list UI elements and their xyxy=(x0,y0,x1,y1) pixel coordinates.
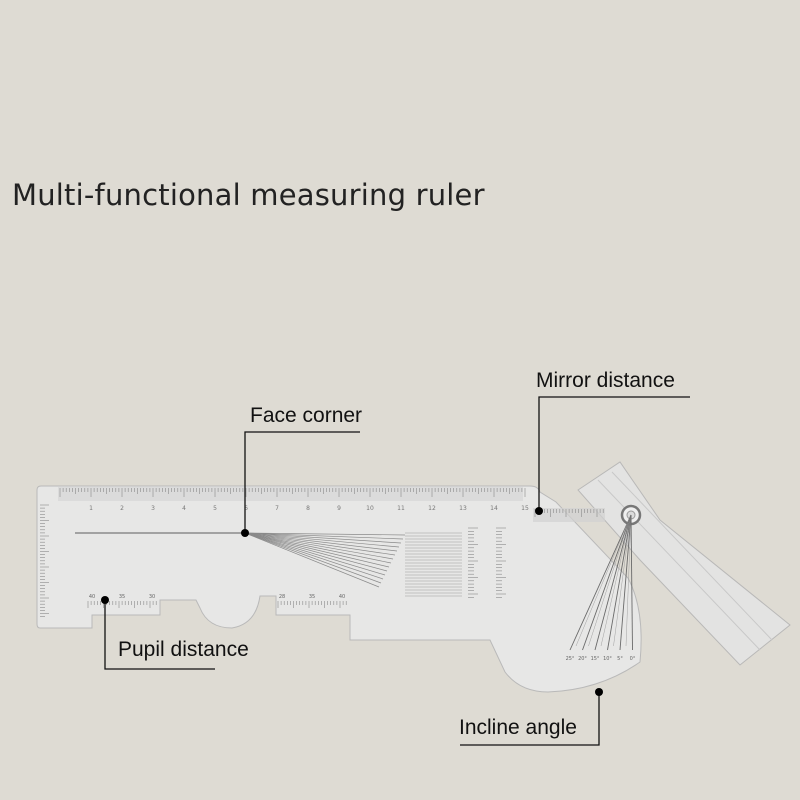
pd-right-label: 28 xyxy=(279,594,285,600)
ruler-body xyxy=(36,485,642,693)
leader-dots xyxy=(101,507,603,696)
face-corner-label: Face corner xyxy=(250,404,363,427)
incline-angle-dot xyxy=(595,688,603,696)
top-scale-label: 7 xyxy=(275,505,279,512)
angle-line xyxy=(569,514,632,651)
top-scale-ticks xyxy=(59,488,526,497)
top-scale-label: 6 xyxy=(244,505,248,512)
pupil-distance-dot xyxy=(101,596,109,604)
angle-label: 5° xyxy=(617,656,623,662)
angle-line xyxy=(582,514,632,651)
top-scale-label: 8 xyxy=(306,505,310,512)
top-scale-label: 14 xyxy=(490,505,498,512)
top-scale-label: 3 xyxy=(151,505,155,512)
angle-label: 10° xyxy=(603,656,612,662)
side-scales xyxy=(468,527,506,598)
top-scale-label: 1 xyxy=(89,505,93,512)
incline-angle-label: Incline angle xyxy=(459,716,577,739)
mirror-distance-dot xyxy=(535,507,543,515)
incline-angle-fan: 25°20° 15°10° 5° 0° xyxy=(566,514,636,662)
pupil-distance-label: Pupil distance xyxy=(118,638,249,661)
face-corner-dot xyxy=(241,529,249,537)
face-corner-fan xyxy=(244,532,462,597)
top-scale-label: 13 xyxy=(459,505,467,512)
mirror-distance-label: Mirror distance xyxy=(536,369,675,392)
top-scale-label: 15 xyxy=(521,505,529,512)
angle-label: 0° xyxy=(630,656,636,662)
pd-right-label: 35 xyxy=(309,594,315,600)
angle-label: 25° xyxy=(566,656,575,662)
angle-line xyxy=(630,514,633,651)
top-scale-label: 2 xyxy=(120,505,124,512)
leader-lines xyxy=(104,396,690,746)
top-scale-label: 11 xyxy=(397,505,405,512)
top-scale-label: 10 xyxy=(366,505,374,512)
top-scale-label: 4 xyxy=(182,505,186,512)
page-title: Multi-functional measuring ruler xyxy=(12,178,485,212)
top-scale-label: 12 xyxy=(428,505,436,512)
angle-label: 15° xyxy=(591,656,600,662)
pd-right-label: 40 xyxy=(339,594,345,600)
angle-line xyxy=(594,514,632,651)
angle-label: 20° xyxy=(578,656,587,662)
pd-left-label: 40 xyxy=(89,594,95,600)
pd-right-scale: 28 35 40 xyxy=(277,594,347,608)
top-scale-label: 5 xyxy=(213,505,217,512)
mirror-scale-ticks xyxy=(534,509,604,517)
top-scale-label: 9 xyxy=(337,505,341,512)
pd-left-label: 35 xyxy=(119,594,125,600)
pd-left-label: 30 xyxy=(149,594,155,600)
angle-line xyxy=(607,514,632,651)
left-scale-ticks xyxy=(40,504,49,617)
angle-line xyxy=(619,514,632,651)
